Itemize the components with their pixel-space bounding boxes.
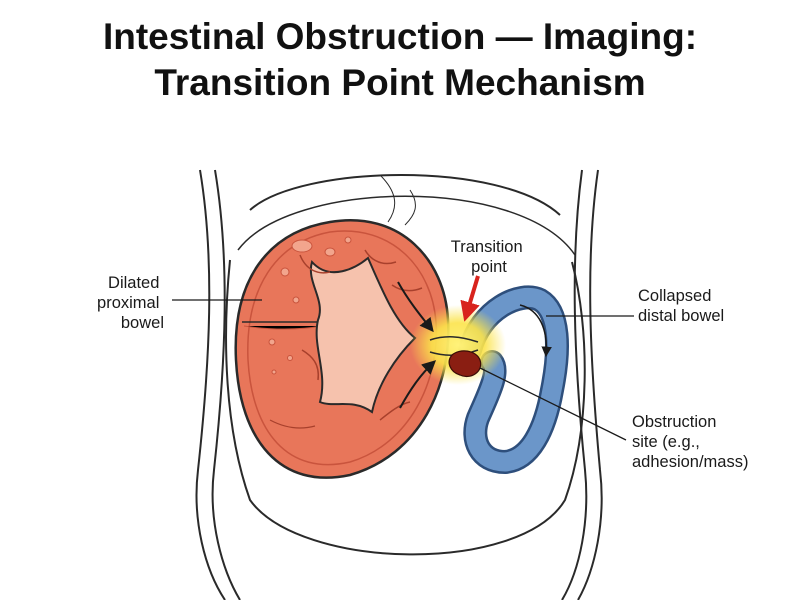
transition-red-arrow	[460, 275, 480, 322]
label-collapsed-distal-bowel: Collapsed distal bowel	[638, 287, 724, 325]
label-obstruction-site: Obstruction site (e.g., adhesion/mass)	[632, 413, 748, 471]
leader-obstruction	[479, 367, 627, 441]
flow-arrow-upper	[397, 281, 434, 333]
flow-arrow-lower	[399, 360, 437, 409]
label-dilated-proximal-bowel: Dilated proximal bowel	[97, 274, 164, 332]
collapsed-distal-bowel	[458, 285, 569, 475]
label-transition-point: Transition point	[451, 238, 527, 276]
torso-outline	[195, 169, 603, 600]
dilated-proximal-bowel	[234, 219, 450, 479]
page-title: Intestinal Obstruction — Imaging: Transi…	[0, 14, 800, 106]
title-line-1: Intestinal Obstruction — Imaging:	[102, 16, 698, 57]
title-line-2: Transition Point Mechanism	[154, 62, 646, 103]
obstruction-mass	[448, 350, 482, 378]
